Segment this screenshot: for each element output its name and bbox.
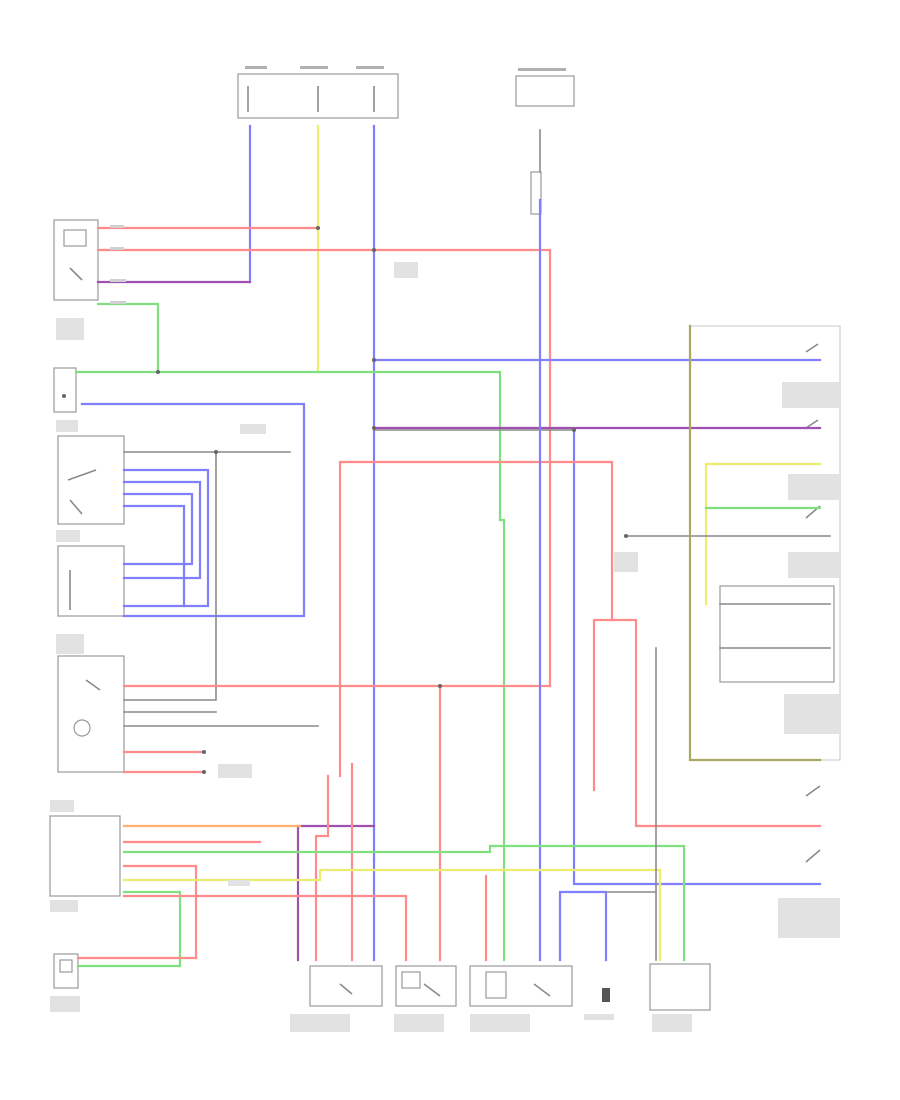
illegible-labels	[50, 225, 840, 1032]
connector-stack	[530, 171, 542, 215]
compressor	[602, 988, 610, 1002]
wire-green-long	[74, 370, 506, 962]
relay-left-upper	[53, 219, 99, 301]
control-module-box	[57, 655, 125, 773]
ecm-box-bottom-right	[649, 963, 711, 1011]
right-switches	[805, 343, 821, 863]
relay-bottom-3	[469, 965, 573, 1007]
blower-switch-box	[57, 435, 125, 525]
switch-left	[53, 367, 77, 413]
hot-at-all-times-fuse-box	[515, 68, 575, 107]
pressure-switch-box	[53, 953, 79, 989]
wire-red-center	[338, 460, 614, 778]
relay-bottom-1	[309, 965, 383, 1007]
relay-bottom-2	[395, 965, 457, 1007]
fuse-block-top	[237, 66, 399, 119]
condenser-fan-box	[49, 815, 121, 897]
blower-motor-box	[57, 545, 125, 617]
